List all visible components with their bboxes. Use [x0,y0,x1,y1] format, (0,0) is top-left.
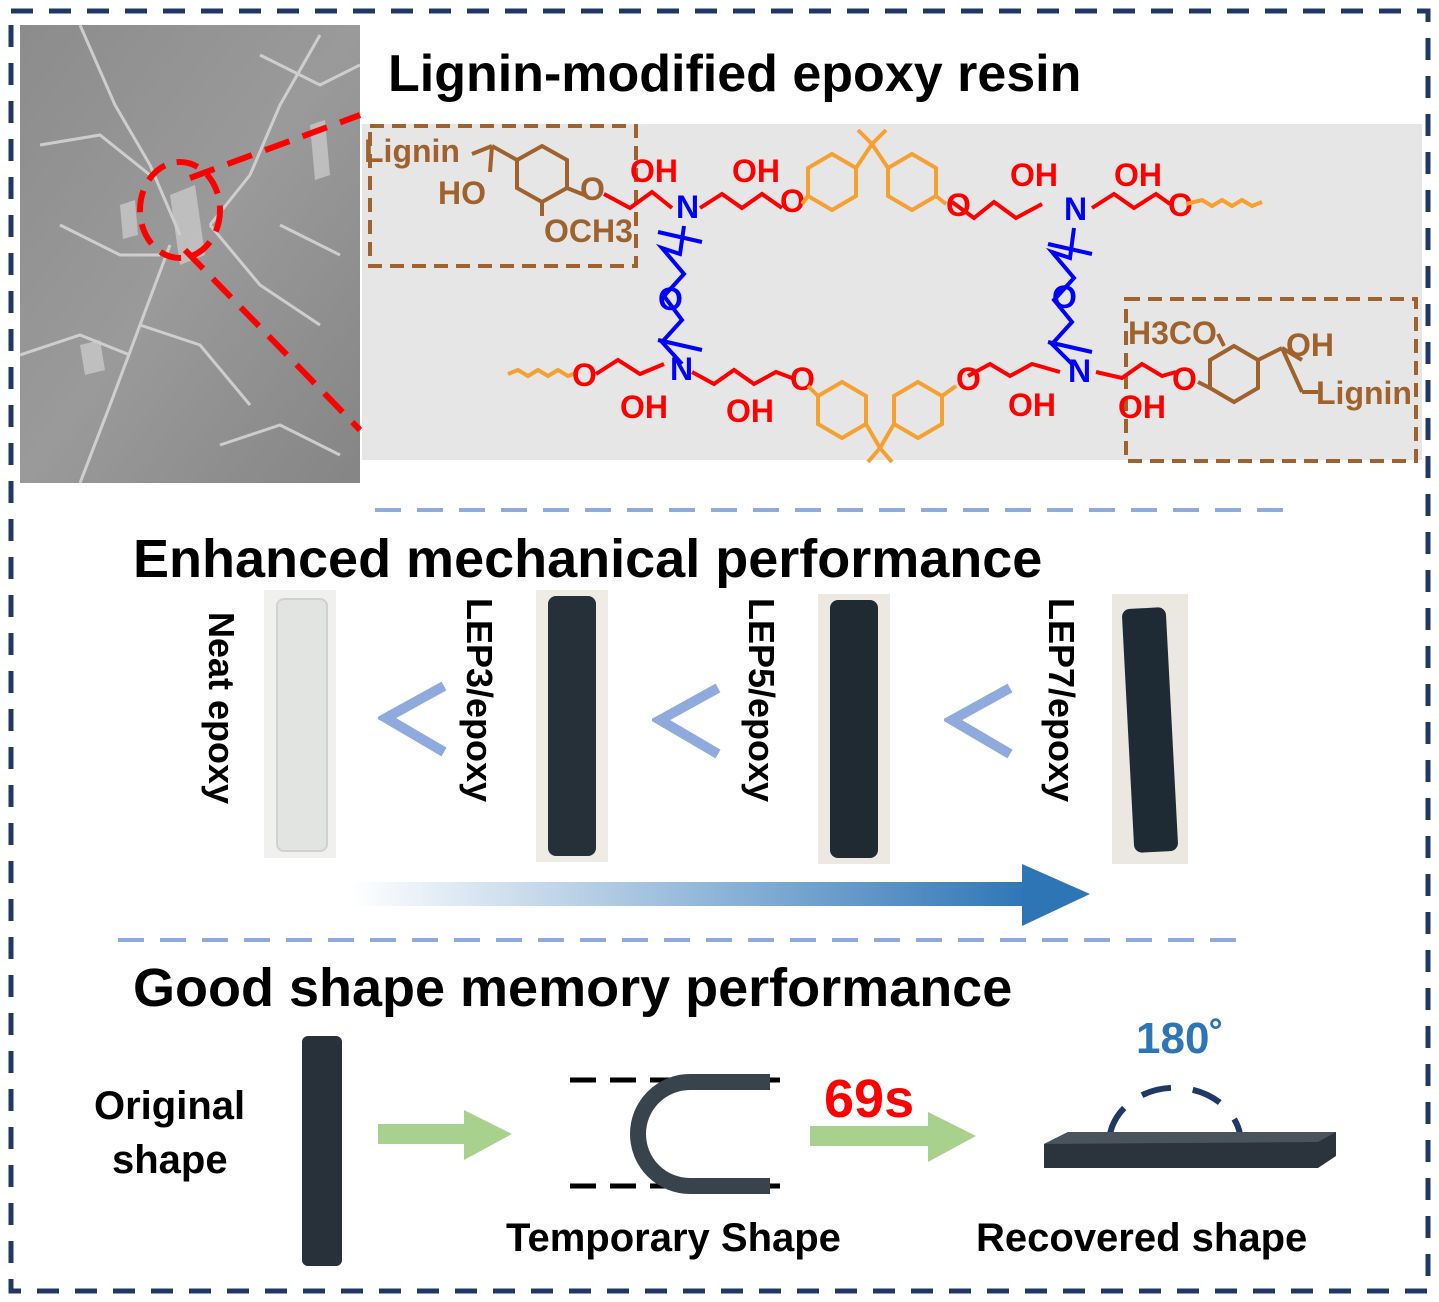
process-arrow-2 [810,1112,976,1162]
resin-title: Lignin-modified epoxy resin [388,45,1082,103]
och3-left-text: OCH3 [544,213,633,249]
ho-left-text: HO [438,175,486,211]
mechanical-title: Enhanced mechanical performance [133,529,1043,589]
original-shape-line1: Original [94,1084,246,1128]
o-ppg-left: O [658,281,683,317]
o-lower-3: O [956,361,981,397]
angle-value: 180˚ [1136,1014,1225,1063]
temporary-shape [570,1074,780,1194]
label-lep7: LEP7/epoxy [1041,598,1082,803]
oh-lower-1: OH [620,389,668,425]
oh-lower-2: OH [726,393,774,429]
shape-memory-title: Good shape memory performance [133,958,1013,1018]
process-arrow-1 [378,1110,512,1160]
o-left-text: O [580,171,605,207]
lignin-box-left [368,124,638,268]
temporary-shape-label: Temporary Shape [506,1216,841,1260]
o-upper-2: O [946,187,971,223]
oh-upper-2: OH [732,153,780,189]
oh-lower-4: OH [1118,389,1166,425]
lignin-box-right [1124,297,1418,463]
sample-lep3 [536,590,608,862]
o-upper-1: O [780,183,805,219]
zoom-indicator [137,112,363,433]
divider-2 [118,938,1243,942]
outer-dashed-frame [8,8,1431,1294]
oh-lower-3: OH [1008,387,1056,423]
less-than-symbol-1 [378,681,447,757]
sample-neat-epoxy [264,590,336,858]
n-lower-left: N [670,351,693,387]
lignin-right-text: Lignin [1316,375,1412,411]
o-lower-1: O [572,357,597,393]
increasing-arrow [350,864,1090,926]
sample-lep7 [1112,594,1188,864]
original-shape-bar [302,1036,342,1266]
recovery-time: 69s [824,1069,915,1129]
chemical-structure: Lignin HO OCH3 O OH OH O O OH OH O N N [362,124,1422,464]
n-upper-left: N [676,189,699,225]
label-lep3: LEP3/epoxy [459,598,500,803]
oh-upper-3: OH [1010,157,1058,193]
oh-upper-4: OH [1114,157,1162,193]
recovered-shape-bar [1044,1132,1336,1168]
less-than-symbol-2 [652,683,721,759]
recovered-shape-label: Recovered shape [976,1216,1308,1260]
oh-upper-1: OH [630,153,678,189]
original-shape-line2: shape [112,1138,228,1182]
o-ppg-right: O [1052,279,1077,315]
label-neat-epoxy: Neat epoxy [201,612,242,805]
lignin-left-text: Lignin [364,133,460,169]
n-upper-right: N [1064,191,1087,227]
sample-lep5 [818,594,890,864]
oh-right-text: OH [1286,327,1334,363]
less-than-symbol-3 [944,683,1013,759]
angle-arc [1107,1084,1243,1135]
o-lower-4: O [1172,361,1197,397]
h3co-right-text: H3CO [1128,315,1217,351]
label-lep5: LEP5/epoxy [741,598,782,803]
n-lower-right: N [1068,353,1091,389]
divider-1 [375,508,1295,512]
